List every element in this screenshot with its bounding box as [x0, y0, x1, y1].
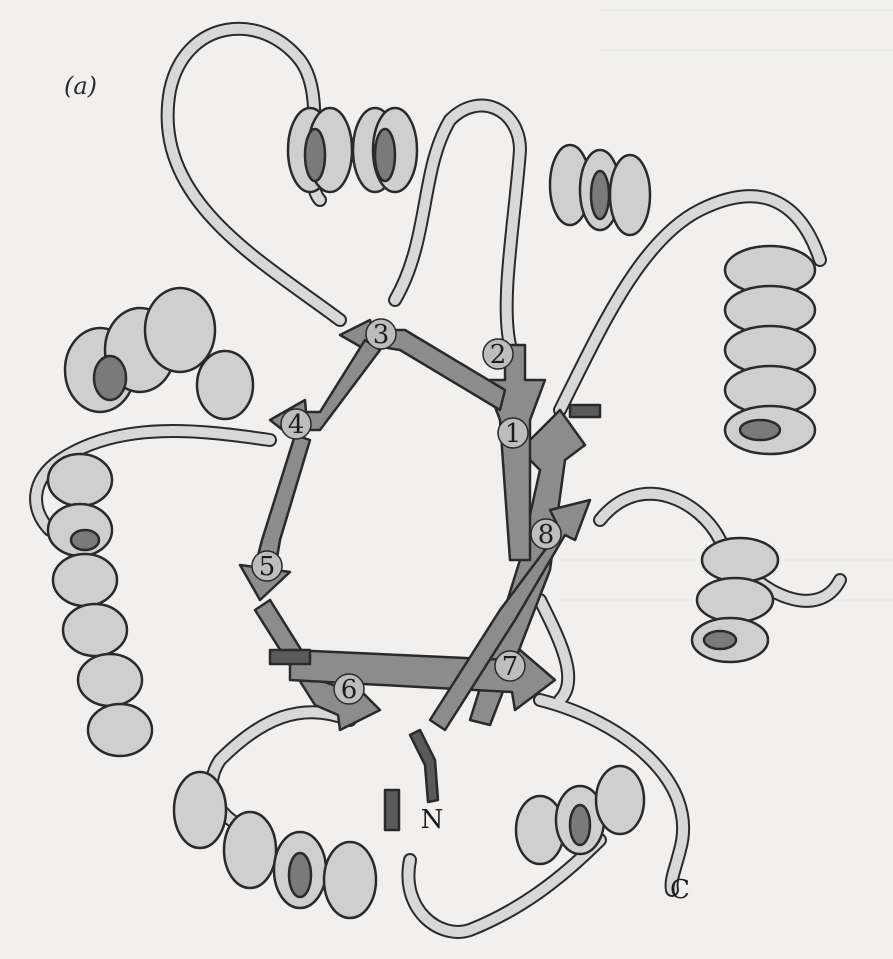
strand-label-7: 7 — [502, 652, 519, 682]
helix-right — [725, 246, 815, 454]
panel-label: (a) — [64, 72, 97, 100]
strand-label-2: 2 — [490, 340, 507, 370]
strand-label-8: 8 — [538, 520, 555, 550]
helix-left-upper — [65, 288, 253, 419]
strand-label-6: 6 — [341, 675, 358, 705]
helix-top-middle — [550, 145, 650, 235]
helix-left-lower — [48, 454, 152, 756]
connector-bar-right — [570, 405, 600, 417]
connector-bar-lower — [385, 790, 399, 830]
strands — [240, 320, 600, 830]
n-terminus-label: N — [421, 805, 444, 835]
c-terminus-label: C — [670, 875, 690, 905]
helix-right-lower — [692, 538, 778, 662]
connector-bar-left — [270, 650, 310, 664]
n-terminal-strand — [410, 730, 438, 802]
helix-bottom-right — [516, 766, 644, 864]
helix-bottom — [174, 772, 376, 918]
strand-label-3: 3 — [373, 320, 390, 350]
strand-label-4: 4 — [288, 410, 305, 440]
strand-label-5: 5 — [259, 552, 276, 582]
strand-label-1: 1 — [505, 419, 522, 449]
helix-top-left — [288, 108, 417, 192]
loop-bottom-left — [212, 712, 350, 830]
